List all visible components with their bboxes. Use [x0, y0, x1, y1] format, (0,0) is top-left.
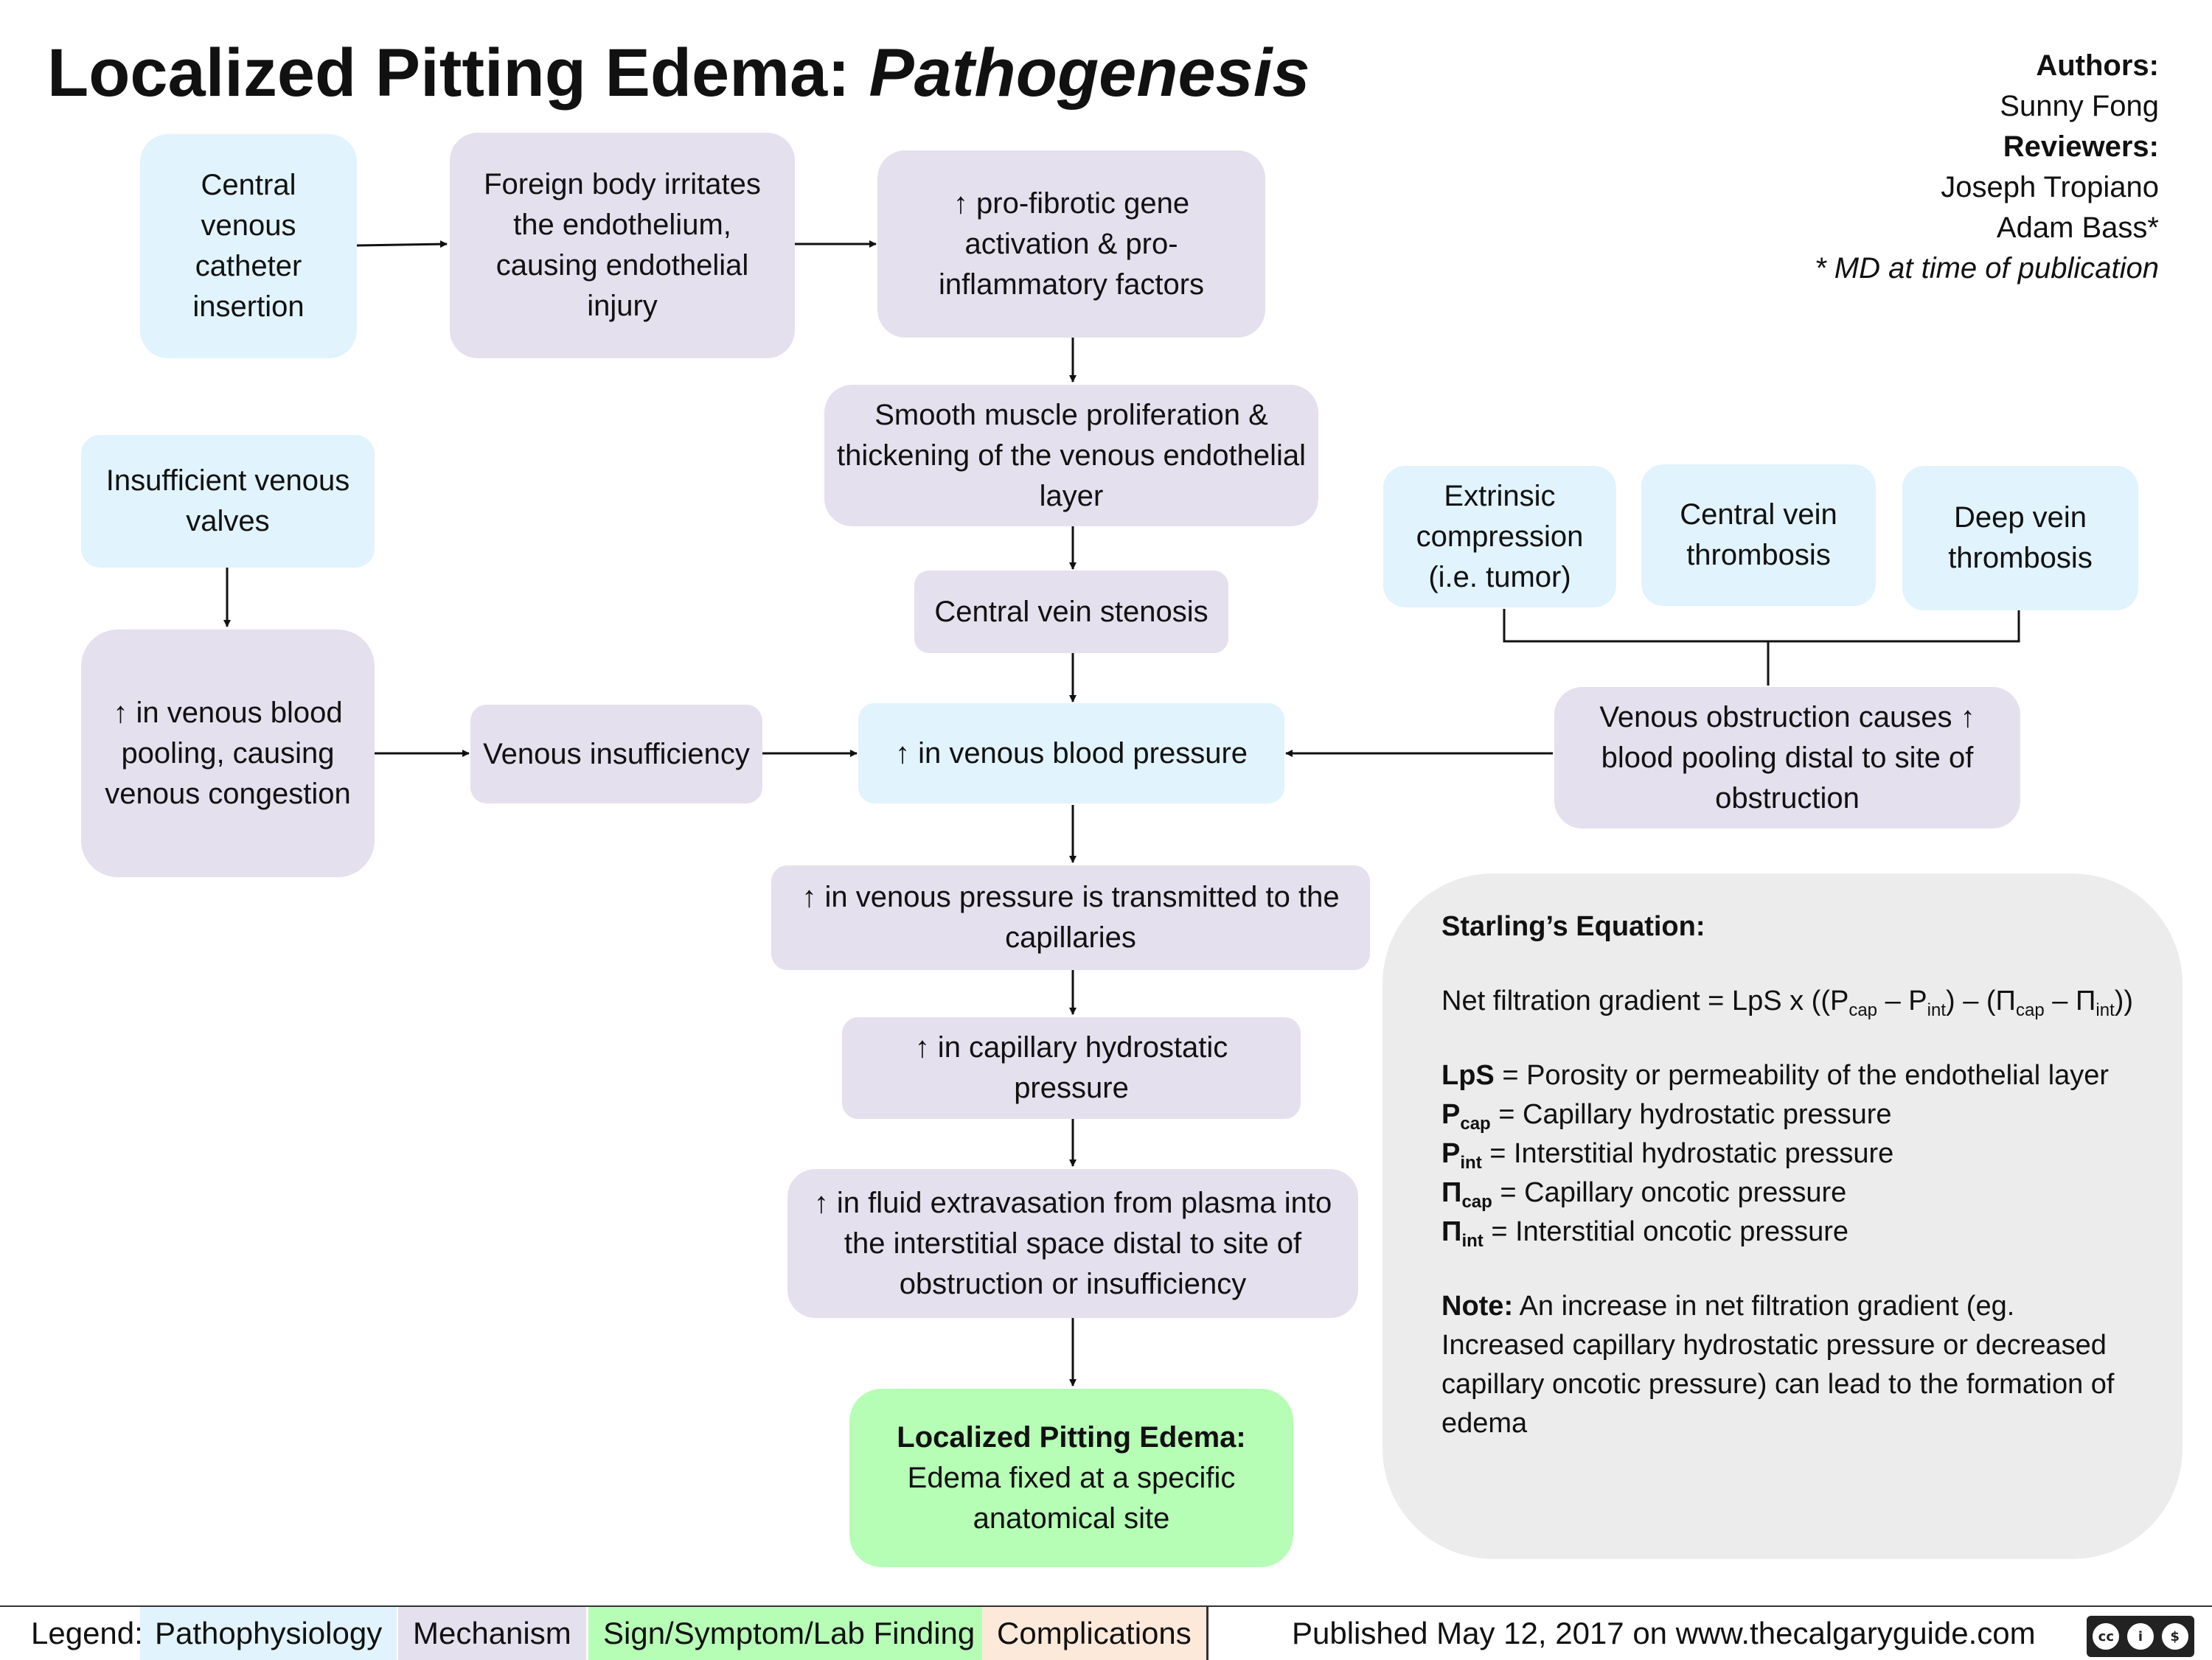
legend-complications: Complications: [982, 1607, 1208, 1660]
authors-note: * MD at time of publication: [1815, 252, 2159, 285]
legend-mechanism: Mechanism: [398, 1607, 586, 1660]
node-venous-pooling: ↑ in venous blood pooling, causing venou…: [81, 630, 375, 877]
node-smooth-muscle: Smooth muscle proliferation & thickening…: [824, 385, 1318, 526]
author-name: Sunny Fong: [2000, 90, 2159, 122]
legend-label: Legend:: [31, 1616, 143, 1650]
legend-pathophysiology: Pathophysiology: [140, 1607, 397, 1660]
arrow-cvc-to-foreign-body: [356, 240, 448, 248]
node-cvc-insertion: Central venous catheter insertion: [140, 134, 357, 358]
page-title: Localized Pitting Edema: Pathogenesis: [47, 35, 1310, 111]
starling-equation-panel: Starling’s Equation: Net filtration grad…: [1382, 873, 2183, 1559]
authors-block: Authors: Sunny Fong Reviewers: Joseph Tr…: [1599, 46, 2159, 289]
starling-note: Note: An increase in net filtration grad…: [1441, 1291, 2115, 1439]
node-profibrotic: ↑ pro-fibrotic gene activation & pro-inf…: [877, 150, 1265, 338]
published-line: Published May 12, 2017 on www.thecalgary…: [1292, 1616, 2036, 1650]
node-central-vein-thrombosis: Central vein thrombosis: [1641, 464, 1876, 606]
definition-pint: Pint = Interstitial hydrostatic pressure: [1441, 1138, 1894, 1173]
reviewers-label: Reviewers:: [2003, 130, 2159, 163]
website-link[interactable]: www.thecalgaryguide.com: [1675, 1616, 2036, 1650]
node-extrinsic-compression: Extrinsic compression (i.e. tumor): [1383, 466, 1616, 607]
node-foreign-body: Foreign body irritates the endothelium, …: [450, 133, 795, 358]
node-fluid-extravasation: ↑ in fluid extravasation from plasma int…: [787, 1169, 1358, 1318]
definition-pcap: Pcap = Capillary hydrostatic pressure: [1441, 1099, 1892, 1134]
node-deep-vein-thrombosis: Deep vein thrombosis: [1902, 466, 2138, 610]
footer-legend: Legend: Pathophysiology Mechanism Sign/S…: [0, 1605, 2212, 1660]
reviewer-name: Adam Bass*: [1996, 212, 2159, 244]
node-insufficient-valves: Insufficient venous valves: [81, 435, 375, 568]
bracket-obstruction-causes: [1503, 609, 2020, 686]
authors-label: Authors:: [2036, 49, 2159, 82]
outcome-text: Edema fixed at a specific anatomical sit…: [907, 1461, 1236, 1535]
published-date: May 12, 2017: [1436, 1616, 1624, 1650]
outcome-title: Localized Pitting Edema:: [897, 1420, 1246, 1454]
starling-heading: Starling’s Equation:: [1441, 911, 1705, 942]
node-venous-obstruction: Venous obstruction causes ↑ blood poolin…: [1554, 687, 2020, 829]
node-localized-pitting-edema: Localized Pitting Edema: Edema fixed at …: [849, 1389, 1293, 1567]
reviewer-name: Joseph Tropiano: [1941, 171, 2159, 203]
definition-picap: Πcap = Capillary oncotic pressure: [1441, 1177, 1847, 1212]
definition-lps: LpS = Porosity or permeability of the en…: [1441, 1060, 2110, 1091]
starling-equation: Net filtration gradient = LpS x ((Pcap –…: [1441, 986, 2134, 1020]
definition-piint: Πint = Interstitial oncotic pressure: [1441, 1216, 1849, 1251]
node-venous-insufficiency: Venous insufficiency: [470, 705, 762, 803]
legend-sign-symptom: Sign/Symptom/Lab Finding: [588, 1607, 990, 1660]
node-capillary-hydrostatic: ↑ in capillary hydrostatic pressure: [842, 1017, 1301, 1119]
node-central-vein-stenosis: Central vein stenosis: [914, 571, 1228, 653]
node-pressure-transmitted: ↑ in venous pressure is transmitted to t…: [771, 865, 1370, 970]
node-venous-pressure: ↑ in venous blood pressure: [858, 703, 1284, 803]
